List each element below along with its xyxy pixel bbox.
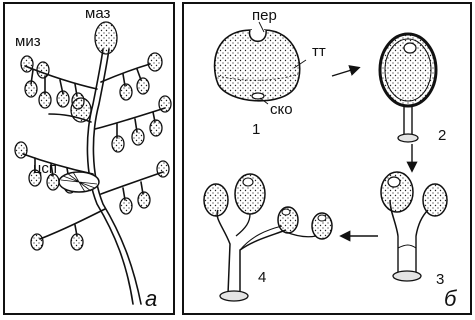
stage-number-4: 4 [258,270,266,285]
stage-2 [380,34,436,142]
development-stages [184,4,474,317]
stage-number-2: 2 [438,128,446,143]
label-csp: цсп [33,161,57,176]
label-tt: тт [312,44,326,59]
label-miz: миз [15,34,41,49]
label-maz: маз [85,6,110,21]
panel-a: маз миз цсп а [3,2,175,315]
stage-4 [204,174,332,301]
colony-drawing [5,4,177,317]
label-sko: ско [270,102,293,117]
panel-a-letter: а [145,288,157,310]
panel-b: пер тт ско 1 2 3 4 б [182,2,472,315]
stage-3 [381,172,447,281]
label-per: пер [252,8,277,23]
csp-disc [59,172,99,192]
panel-b-letter: б [444,288,456,310]
stage-1-larva [215,22,306,104]
arrow-1-to-2 [332,68,358,76]
stage-number-1: 1 [252,122,260,137]
stage-number-3: 3 [436,272,444,287]
